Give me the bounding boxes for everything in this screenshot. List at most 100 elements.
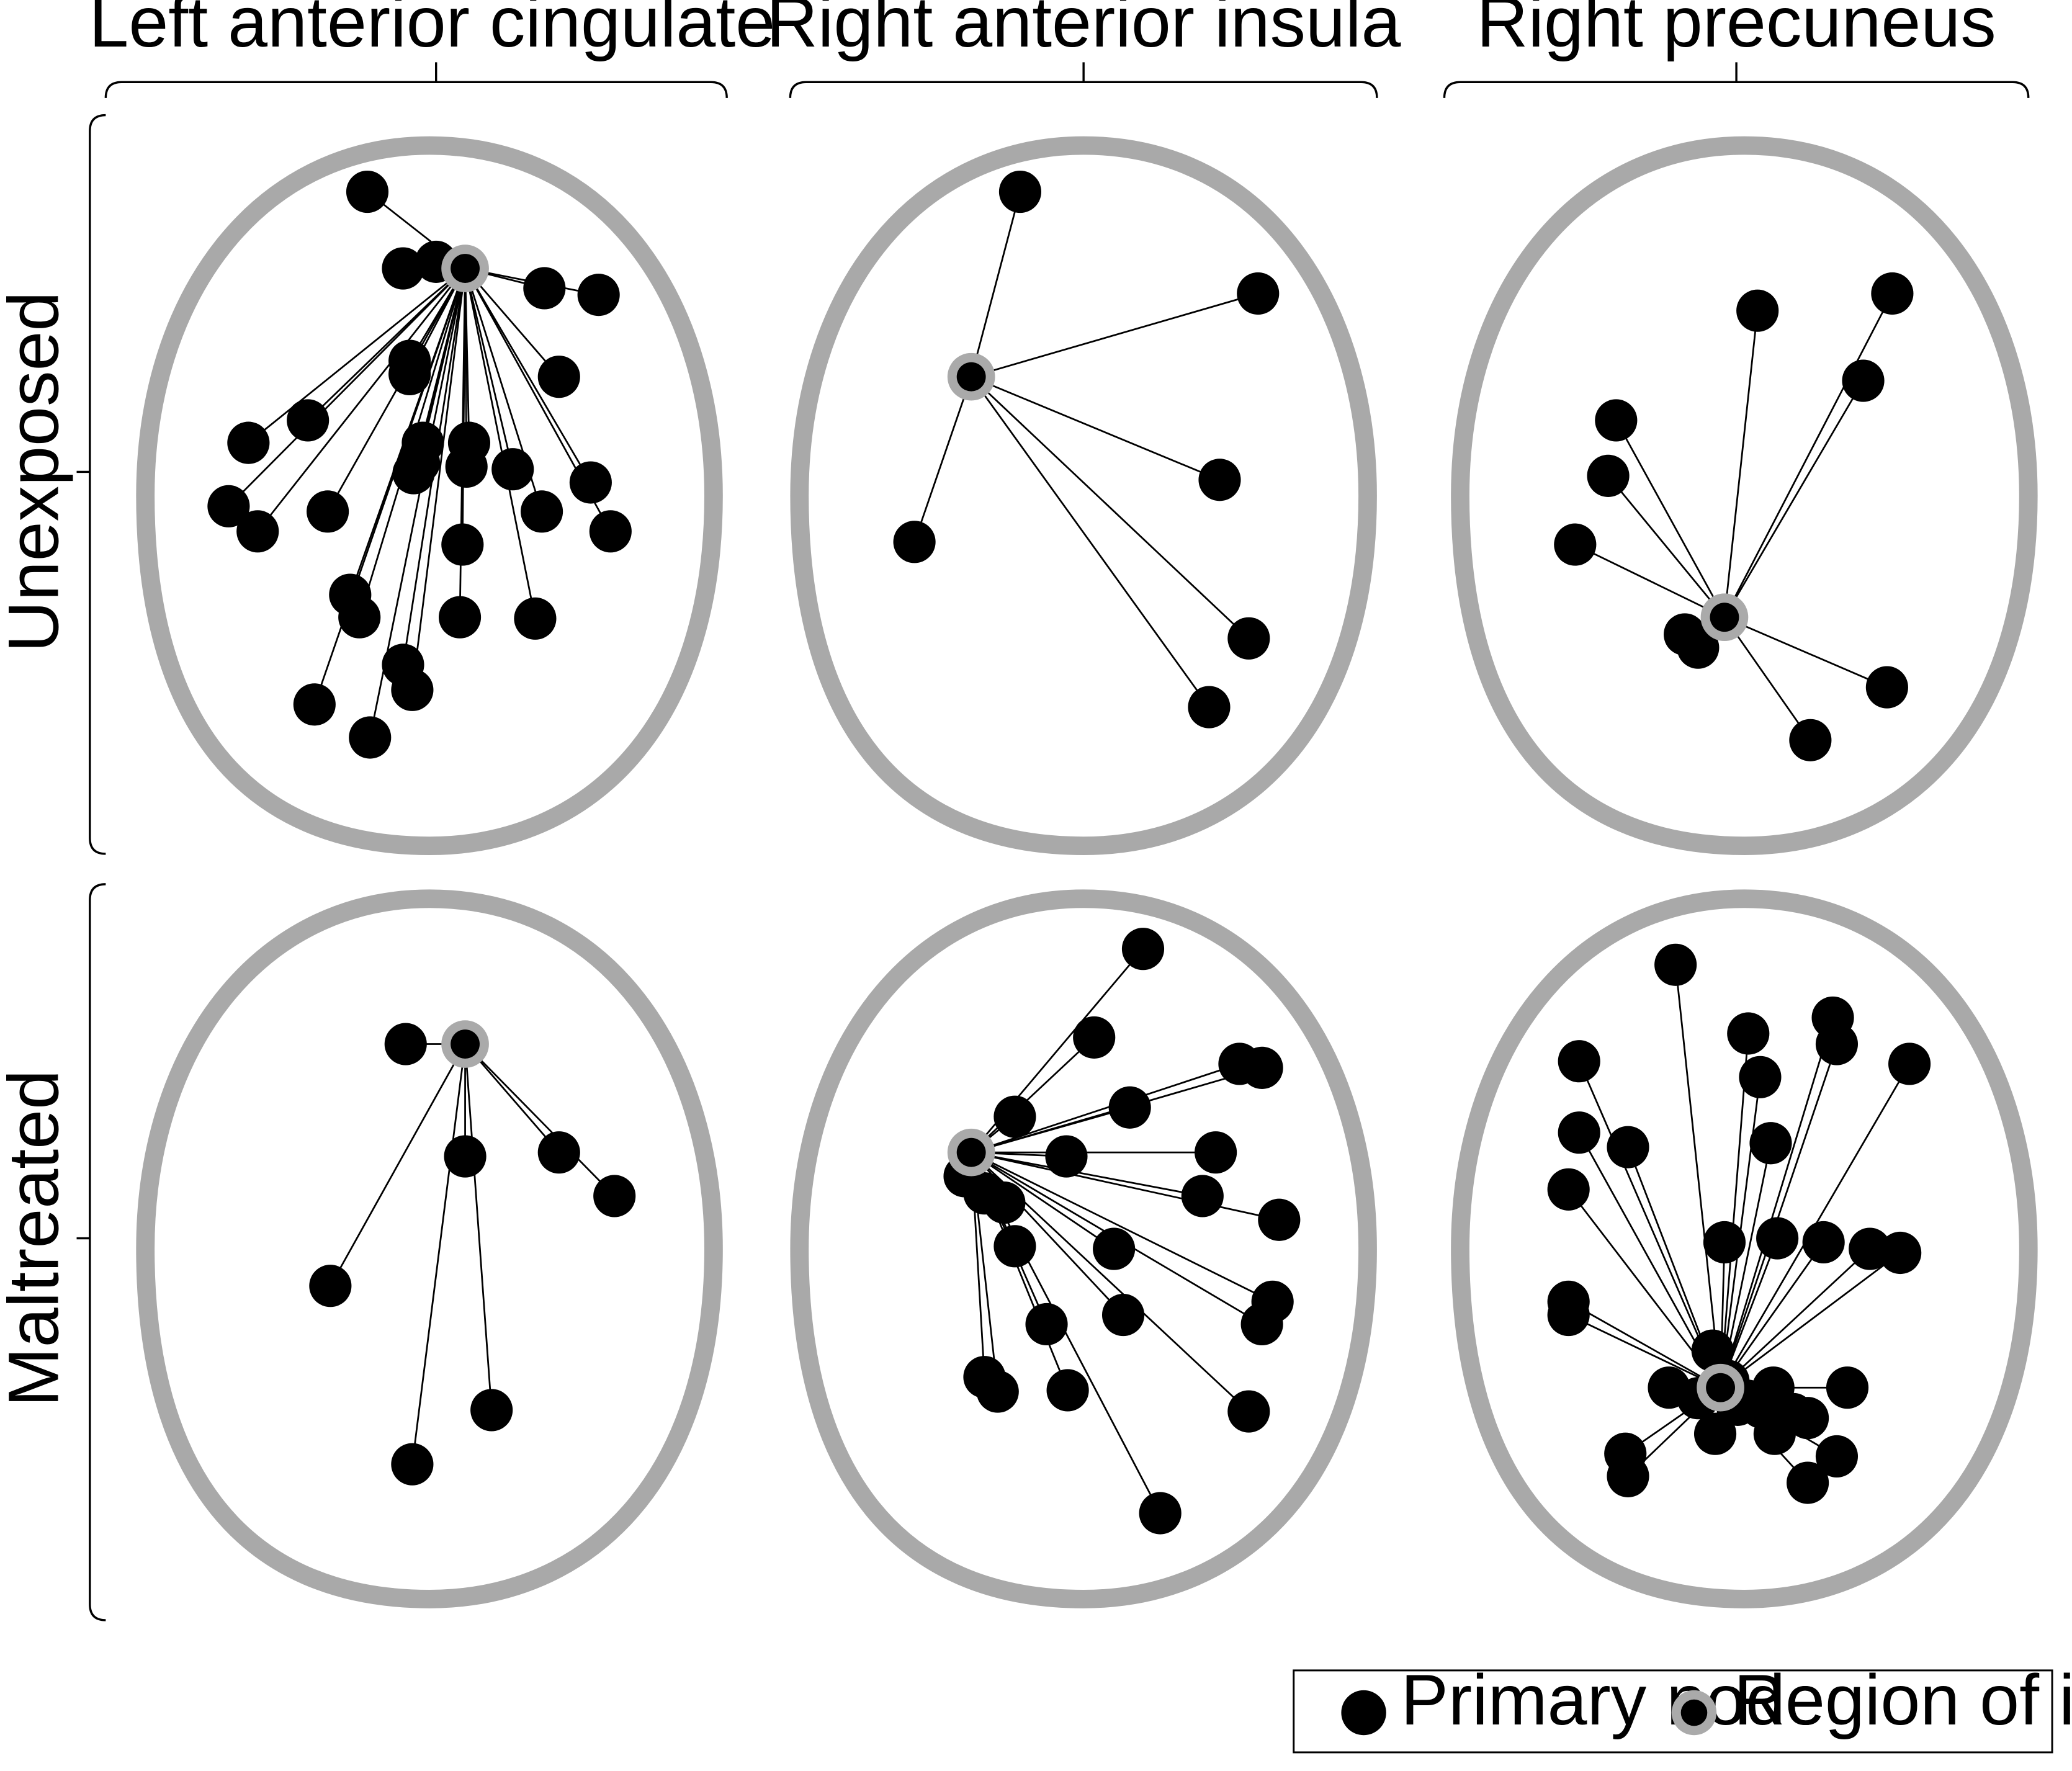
primary-node [1587,454,1630,497]
edge [971,1151,1203,1197]
edge [411,1044,466,1464]
edge [1720,1017,1834,1388]
row-brace-maltreated [76,883,106,1621]
column-brace-2 [789,62,1378,98]
edge [971,1036,1095,1154]
edges [913,191,1258,708]
region-of-interest-node [451,254,480,283]
edge [248,267,466,444]
primary-node [993,1095,1036,1138]
primary-node [983,1181,1026,1224]
primary-node [537,356,580,398]
primary-node [1093,1227,1136,1270]
edge [464,1044,493,1410]
primary-node [1139,1492,1182,1535]
primary-node [470,1389,513,1432]
row-brace-unexposed [76,114,106,855]
edge [1720,1252,1901,1389]
row-braces [76,114,106,1621]
skull-outline [790,889,1377,1608]
primary-node [521,490,563,533]
primary-node [1693,1412,1737,1455]
primary-node [1739,1056,1782,1098]
panel-unexposed-right-precuneus [1451,136,2038,856]
primary-node [391,668,434,711]
brain-panels [136,136,2038,1608]
column-brace-1 [104,62,728,98]
primary-node [287,399,330,442]
primary-node [569,461,612,504]
skull-outline [790,136,1377,856]
column-title-right-precuneus: Right precuneus [1476,0,1996,62]
region-of-interest-node [1710,603,1739,632]
column-title-right-anterior-insula: Right anterior insula [766,0,1401,62]
row-title-unexposed: Unexposed [0,292,74,653]
edge [971,1151,1280,1221]
edge [464,268,536,619]
primary-node [993,1225,1036,1268]
primary-node [227,421,270,464]
primary-node [1787,1397,1829,1440]
primary-node [1046,1369,1089,1412]
edge [971,292,1258,378]
primary-node [1101,1294,1145,1337]
primary-node [1871,272,1914,315]
primary-node [1815,1023,1859,1065]
edge [1720,1248,1871,1389]
primary-node [1607,1455,1649,1497]
edge [1724,616,1888,688]
primary-node [236,510,279,553]
edge [1578,1060,1721,1388]
primary-node [1547,1168,1590,1211]
region-of-interest-node [956,362,986,392]
primary-node [1237,272,1280,315]
primary-node [1045,1135,1088,1178]
primary-node [998,170,1042,213]
region-of-interest-node [1706,1373,1735,1402]
primary-node [1121,928,1165,971]
panel-maltreated-right-precuneus [1451,889,2038,1608]
region-of-interest-node [956,1137,986,1167]
panel-unexposed-left-anterior-cingulate [136,136,723,856]
primary-node [338,596,381,639]
edge [1607,475,1726,618]
primary-node [1188,686,1231,729]
primary-node [893,521,936,563]
edges [1574,293,1893,741]
edge [971,376,1250,639]
primary-node [382,247,424,290]
primary-node [1749,1122,1792,1165]
primary-node [1258,1198,1301,1241]
primary-node [1227,617,1270,660]
primary-node [1740,1386,1783,1429]
legend-roi-label: Region of interest [1734,1661,2072,1740]
edge [1574,544,1725,618]
primary-node [1787,1461,1829,1504]
region-of-interest-node [451,1029,480,1059]
edge [971,1152,1114,1250]
primary-node [1865,666,1908,709]
primary-node [1073,1016,1116,1059]
primary-node [307,490,349,533]
column-brace-3 [1443,62,2030,98]
edge [1723,380,1864,618]
edge [1615,419,1726,618]
primary-node [1595,399,1638,442]
primary-node [309,1265,352,1307]
skull-outline [136,889,723,1608]
edge [1720,1033,1749,1388]
column-braces [104,62,2030,98]
edge [1723,310,1759,617]
primary-node [1826,1366,1869,1409]
edge [970,191,1021,377]
edge [464,1043,616,1197]
edge [1567,1301,1721,1389]
primary-node [1802,1221,1845,1264]
primary-node [441,523,484,566]
edge [971,376,1210,708]
edge [464,1043,560,1154]
edge [1674,964,1721,1388]
edge [1720,1044,1838,1388]
edge [913,376,972,542]
primary-node [397,441,441,484]
